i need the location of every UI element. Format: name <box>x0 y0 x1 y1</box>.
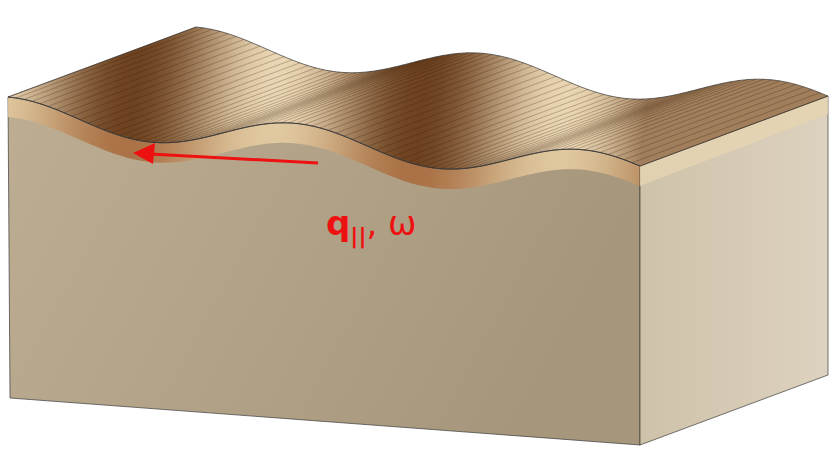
front-edge <box>8 97 640 169</box>
parallel-subscript: || <box>350 223 366 248</box>
hatch-line <box>624 90 812 160</box>
hatch-line <box>488 95 676 165</box>
hatch-line <box>536 83 724 153</box>
hatch-line <box>152 72 340 142</box>
hatch-line <box>520 87 708 157</box>
hatch-line <box>224 63 412 133</box>
hatch-line <box>456 99 644 169</box>
hatch-line <box>568 79 756 149</box>
hatch-line <box>432 98 620 168</box>
wavy-surface <box>8 27 828 169</box>
hatch-line <box>560 80 748 150</box>
hatch-line <box>400 90 588 160</box>
hatch-line <box>160 73 348 143</box>
hatch-line <box>104 60 292 130</box>
solid-block <box>8 27 828 445</box>
arrow-head <box>133 143 155 164</box>
hatch-line <box>176 72 364 142</box>
wave-vector-arrow <box>133 143 318 164</box>
hatch-line <box>288 53 476 123</box>
hatch-line <box>208 67 396 137</box>
hatch-line <box>496 93 684 163</box>
hatch-line <box>120 66 308 136</box>
hatch-line <box>72 46 260 116</box>
hatch-line <box>192 70 380 140</box>
frequency-symbol: , ω <box>366 203 416 243</box>
hatch-line <box>504 91 692 161</box>
hatch-line <box>336 63 524 133</box>
hatch-line <box>632 93 820 163</box>
hatch-line <box>552 80 740 150</box>
hatch-line <box>272 53 460 123</box>
hatch-line <box>48 36 236 106</box>
wave-vector-label: q||, ω <box>326 206 417 247</box>
hatch-line <box>232 61 420 131</box>
arrow-shaft <box>150 154 318 163</box>
hatch-line <box>616 87 804 157</box>
hatch-line <box>416 94 604 164</box>
hatch-line <box>608 84 796 154</box>
hatch-line <box>280 53 468 123</box>
hatch-line <box>544 82 732 152</box>
hatch-line <box>592 81 780 151</box>
hatch-line <box>576 79 764 149</box>
hatch-line <box>640 96 828 166</box>
hatch-line <box>464 98 652 168</box>
hatch-line <box>304 54 492 124</box>
hatch-line <box>600 82 788 152</box>
hatch-line <box>24 29 212 99</box>
hatch-line <box>256 55 444 125</box>
hatch-line <box>440 99 628 169</box>
hatch-line <box>80 50 268 120</box>
hatch-line <box>312 56 500 126</box>
wave-vector-symbol: q <box>326 203 350 243</box>
hatch-line <box>240 59 428 129</box>
hatch-line <box>360 73 548 143</box>
hatch-line <box>56 39 244 109</box>
hatch-line <box>512 89 700 159</box>
hatch-line <box>184 71 372 141</box>
hatch-line <box>16 28 204 98</box>
hatch-line <box>248 57 436 127</box>
hatch-line <box>344 66 532 136</box>
surface-hatching <box>8 27 828 169</box>
hatch-line <box>480 96 668 166</box>
hatch-line <box>168 73 356 143</box>
